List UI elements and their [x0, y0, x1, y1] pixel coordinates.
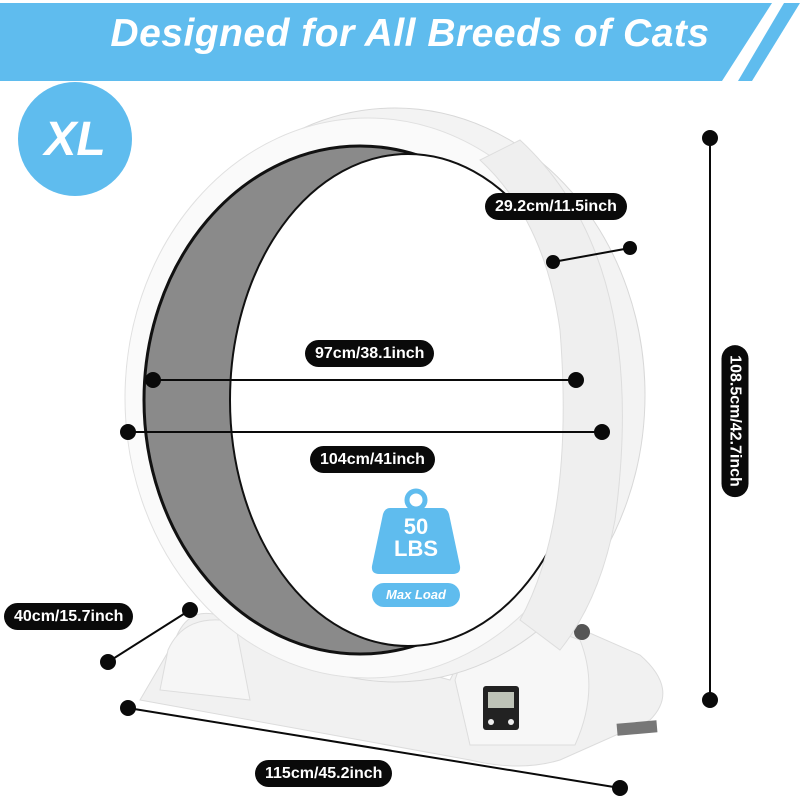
tread-width-label: 29.2cm/11.5inch: [485, 193, 627, 220]
size-badge: XL: [18, 82, 132, 196]
load-unit: LBS: [394, 536, 438, 561]
max-load-value: 50 LBS: [373, 516, 459, 560]
max-load-badge: Max Load: [372, 583, 460, 607]
wheel: [124, 107, 646, 683]
base-depth-label: 40cm/15.7inch: [4, 603, 134, 630]
load-number: 50: [403, 514, 429, 539]
dimension-lines: [100, 130, 718, 796]
weight-icon: [371, 488, 461, 574]
base-length-label: 115cm/45.2inch: [255, 760, 393, 787]
outer-diameter-label: 104cm/41inch: [310, 446, 435, 473]
inner-diameter-label: 97cm/38.1inch: [305, 340, 435, 367]
title-banner: [0, 3, 800, 81]
banner-title: Designed for All Breeds of Cats: [110, 12, 710, 55]
height-label: 108.5cm/42.7inch: [721, 345, 749, 497]
